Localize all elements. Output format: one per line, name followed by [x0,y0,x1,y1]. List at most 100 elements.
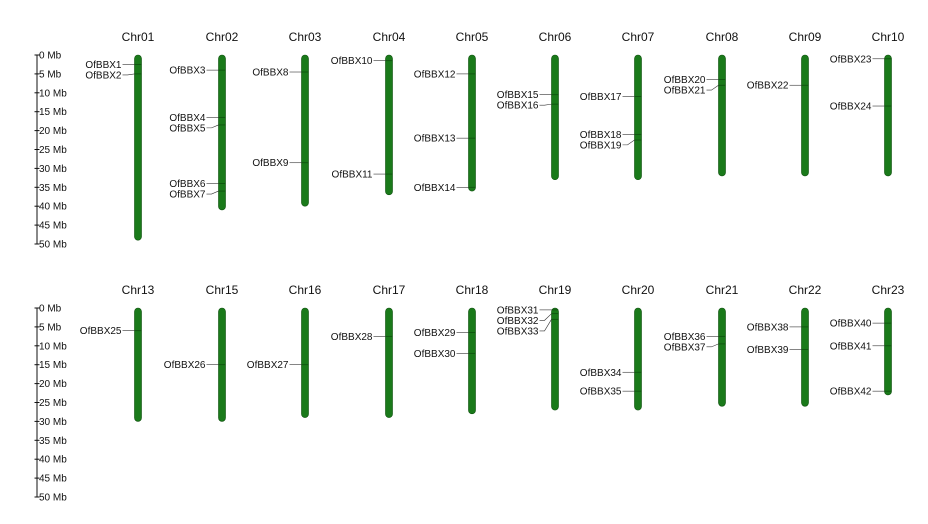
gene-label: OfBBX11 [332,170,373,181]
scale-label: 10 Mb [39,341,67,352]
gene-leader [706,343,719,348]
gene-label: OfBBX24 [830,102,872,113]
gene-leader [539,319,552,332]
chromosome-body [134,307,142,422]
scale-label: 25 Mb [39,145,67,156]
chromosome-body [301,307,309,418]
gene-label: OfBBX20 [664,75,706,86]
gene-label: OfBBX36 [664,332,706,343]
chromosome-title: Chr16 [289,283,322,297]
panel-2: 0 Mb 5 Mb 10 Mb 15 Mb 20 Mb 25 Mb 30 Mb 35 Mb 40… [34,283,905,504]
scale-axis: 0 Mb 5 Mb 10 Mb 15 Mb 20 Mb 25 Mb 30 Mb 35 Mb 40… [34,304,67,504]
gene-label: OfBBX14 [414,183,456,194]
gene-label: OfBBX32 [497,316,539,327]
gene-label: OfBBX21 [664,86,706,97]
scale-label: 20 Mb [39,379,67,390]
scale-label: 5 Mb [39,69,62,80]
gene-label: OfBBX16 [497,101,539,112]
chromosome-title: Chr17 [373,283,406,297]
chromosome-body [385,54,393,196]
gene-label: OfBBX37 [664,342,706,353]
chromosome-title: Chr01 [122,30,155,44]
gene-leader [122,73,135,76]
chromosome-body [551,307,559,411]
chromosome-body [385,307,393,418]
gene-label: OfBBX10 [331,56,373,67]
chromosome-body [301,54,309,207]
chromosome-body [134,54,142,241]
scale-label: 45 Mb [39,474,67,485]
gene-label: OfBBX9 [252,158,289,169]
scale-label: 15 Mb [39,360,67,371]
chromosome-title: Chr04 [373,30,406,44]
chromosome-body [468,307,476,415]
scale-label: 10 Mb [39,88,67,99]
gene-label: OfBBX27 [247,360,289,371]
chromosome-body [801,307,809,407]
gene-label: OfBBX18 [580,130,622,141]
scale-label: 15 Mb [39,107,67,118]
gene-label: OfBBX13 [414,134,456,145]
chromosome-body [468,54,476,192]
gene-leader [539,313,552,321]
gene-label: OfBBX34 [580,368,622,379]
gene-label: OfBBX22 [747,81,789,92]
gene-label: OfBBX31 [497,305,539,316]
chromosome-title: Chr03 [289,30,322,44]
gene-label: OfBBX25 [80,326,122,337]
gene-label: OfBBX17 [580,92,622,103]
gene-label: OfBBX40 [830,319,872,330]
chromosome-body [884,307,892,396]
chromosome-body [551,54,559,181]
gene-label: OfBBX7 [169,190,206,201]
gene-leader [706,84,719,91]
chromosome-title: Chr18 [456,283,489,297]
scale-label: 25 Mb [39,398,67,409]
chromosome-title: Chr09 [789,30,822,44]
gene-label: OfBBX15 [497,90,539,101]
scale-label: 0 Mb [39,51,62,62]
gene-leader [206,190,219,195]
chromosome-title: Chr05 [456,30,489,44]
scale-label: 0 Mb [39,304,62,315]
chromosome-title: Chr20 [622,283,655,297]
chromosome-body [718,54,726,177]
chromosome-title: Chr02 [206,30,239,44]
chromosome-body [884,54,892,177]
chromosome-title: Chr21 [706,283,739,297]
gene-label: OfBBX19 [580,140,622,151]
gene-label: OfBBX8 [252,68,289,79]
gene-label: OfBBX1 [85,60,122,71]
gene-label: OfBBX28 [331,332,373,343]
scale-label: 5 Mb [39,322,62,333]
gene-label: OfBBX41 [830,341,872,352]
gene-leader [622,139,635,146]
scale-label: 30 Mb [39,164,67,175]
scale-label: 50 Mb [39,493,67,504]
scale-label: 40 Mb [39,455,67,466]
scale-label: 50 Mb [39,240,67,251]
scale-label: 35 Mb [39,436,67,447]
scale-label: 30 Mb [39,417,67,428]
gene-leader [206,124,219,129]
chromosome-body [718,307,726,407]
chromosome-title: Chr13 [122,283,155,297]
chromosome-title: Chr07 [622,30,655,44]
gene-label: OfBBX30 [414,349,456,360]
